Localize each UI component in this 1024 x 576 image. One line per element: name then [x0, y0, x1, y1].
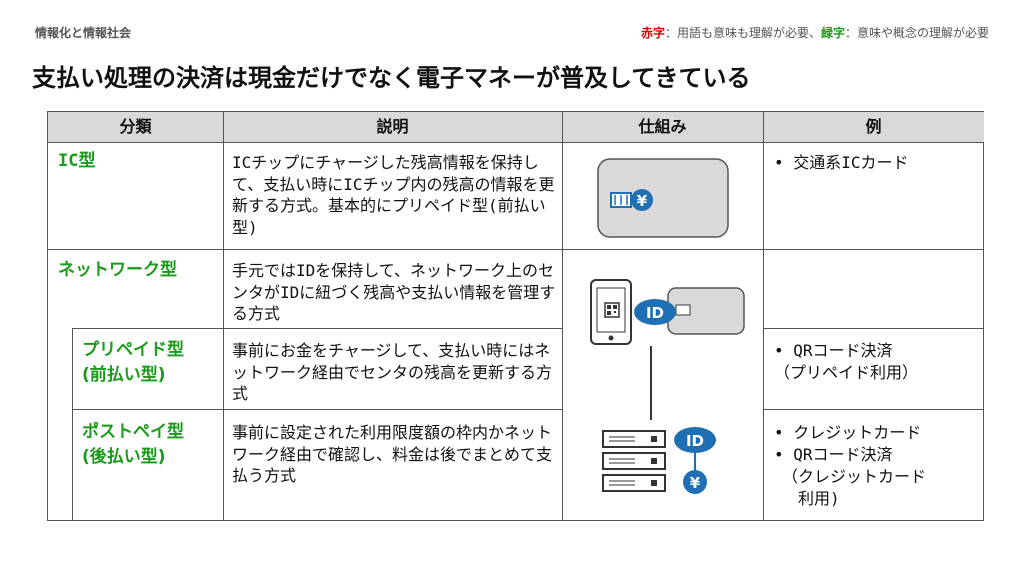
header-example: 例: [763, 112, 984, 143]
examples-prepaid: • QRコード決済 （プリペイド利用）: [774, 340, 918, 384]
legend-red: 赤字: [640, 26, 665, 40]
description-ic: ICチップにチャージした残高情報を保持して、支払い時にICチップ内の残高の情報を…: [232, 153, 555, 237]
yen-symbol: ¥: [690, 474, 701, 492]
id-badge-icon: [634, 299, 676, 325]
examples-postpaid: • クレジットカード • QRコード決済 （クレジットカード 利用): [774, 422, 926, 510]
category-postpaid-line1: ポストペイ型: [82, 422, 184, 442]
legend-green-desc: ：意味や概念の理解が必要: [844, 26, 989, 40]
id-badge-icon: [674, 427, 716, 453]
col-divider: [223, 112, 224, 520]
legend-red-desc: ：用語も意味も理解が必要、: [664, 26, 821, 40]
description-postpaid: 事前に設定された利用限度額の枠内かネットワーク経由で確認し、料金は後でまとめて支…: [232, 423, 553, 485]
subrow-indent-line: [72, 328, 73, 520]
id-label: ID: [686, 432, 704, 450]
row-divider: [72, 328, 562, 329]
example-item: • クレジットカード: [774, 423, 922, 442]
example-item: • QRコード決済: [774, 445, 893, 464]
row-divider: [72, 409, 562, 410]
row-divider: [48, 249, 984, 250]
description-network: 手元ではIDを保持して、ネットワーク上のセンタがIDに紐づく残高や支払い情報を管…: [232, 261, 556, 323]
payment-table: 分類 説明 仕組み 例 IC型 ICチップにチャージした残高情報を保持して、支払…: [47, 111, 984, 521]
yen-coin-icon: [683, 470, 707, 494]
example-item: 利用): [798, 489, 840, 508]
category-ic: IC型: [58, 151, 96, 171]
slide-title: 支払い処理の決済は現金だけでなく電子マネーが普及してきている: [32, 64, 751, 92]
row-divider: [763, 328, 984, 329]
id-label: ID: [646, 304, 664, 322]
examples-ic: • 交通系ICカード: [774, 152, 909, 174]
example-item: • QRコード決済: [774, 341, 893, 360]
network-diagram: ID ID ¥: [590, 279, 745, 494]
col-divider: [763, 112, 764, 520]
ic-chip-icon: [610, 192, 632, 208]
col-divider: [562, 112, 563, 520]
card-chip-icon: [675, 304, 691, 316]
ic-card-diagram: ¥: [597, 158, 729, 238]
top-bar: 情報化と情報社会 赤字：用語も意味も理解が必要、緑字：意味や概念の理解が必要: [35, 24, 989, 42]
section-label: 情報化と情報社会: [35, 26, 132, 40]
category-prepaid-line1: プリペイド型: [82, 340, 184, 360]
row-divider: [763, 409, 984, 410]
example-item: （クレジットカード: [782, 467, 927, 486]
category-postpaid-line2: (後払い型): [82, 447, 166, 467]
color-legend: 赤字：用語も意味も理解が必要、緑字：意味や概念の理解が必要: [641, 24, 989, 41]
example-item: • 交通系ICカード: [774, 153, 909, 172]
header-mechanism: 仕組み: [562, 112, 763, 143]
category-prepaid-line2: (前払い型): [82, 365, 166, 385]
example-item: （プリペイド利用）: [774, 363, 919, 382]
yen-coin-icon: [631, 189, 653, 211]
ic-card-icon: [597, 158, 729, 238]
server-icon: [602, 430, 666, 492]
category-postpaid: ポストペイ型 (後払い型): [82, 420, 184, 470]
category-network: ネットワーク型: [58, 260, 177, 280]
category-prepaid: プリペイド型 (前払い型): [82, 338, 184, 388]
description-prepaid: 事前にお金をチャージして、支払い時にはネットワーク経由でセンタの残高を更新する方…: [232, 341, 553, 403]
smartphone-icon: [590, 279, 632, 345]
yen-symbol: ¥: [637, 192, 648, 210]
header-category: 分類: [48, 112, 223, 143]
header-description: 説明: [223, 112, 562, 143]
legend-green: 緑字: [820, 26, 845, 40]
